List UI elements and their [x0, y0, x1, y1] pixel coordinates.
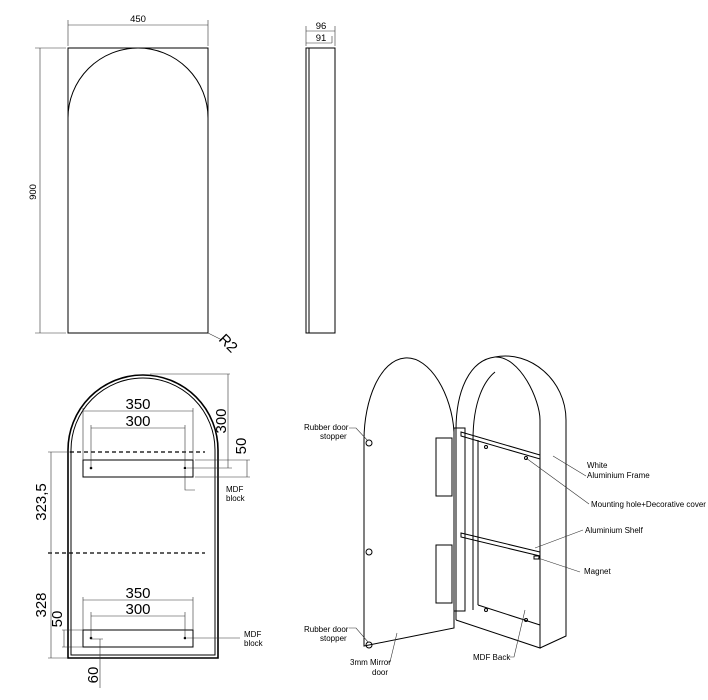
depth-inner: 91 [316, 33, 327, 44]
mdf-block-top [82, 459, 194, 478]
shelf-bottom [460, 532, 541, 557]
bottom-block-height: 50 [49, 611, 66, 628]
mdf-block-bottom [82, 629, 194, 648]
cabinet-front [455, 356, 541, 649]
label-frame-1: White [587, 461, 608, 470]
front-view: 450 900 R2 [28, 14, 241, 356]
mdf-label-top-1: MDF [226, 485, 243, 494]
depth-outer: 96 [316, 21, 327, 32]
mounting-hole [484, 445, 488, 449]
mdf-label-top-2: block [226, 494, 246, 503]
hinge-bottom [435, 544, 453, 604]
shelf-top [460, 431, 541, 460]
radius-leader [207, 332, 223, 341]
bottom-left-dims [62, 629, 240, 688]
mounting-hole [524, 618, 528, 622]
mounting-hole [524, 456, 528, 460]
top-offset: 300 [213, 408, 230, 433]
spacing-dims [48, 452, 68, 659]
rubber-stopper [365, 641, 373, 649]
side-view: 96 91 [305, 21, 336, 334]
top-block-height: 50 [233, 438, 250, 455]
cabinet-side [494, 355, 567, 649]
interior-view: 350 300 300 50 MDF block 323,5 350 300 3… [33, 373, 264, 688]
label-stopper-top-2: stopper [320, 432, 347, 441]
hinge-top [435, 437, 453, 497]
width-dimension: 450 [130, 14, 146, 25]
rubber-stopper [365, 548, 373, 556]
isometric-view: Rubber door stopper Rubber door stopper … [304, 355, 706, 677]
shelf-spacing: 323,5 [33, 483, 50, 521]
label-frame-2: Aluminium Frame [587, 471, 650, 480]
cabinet-inner-edge [472, 371, 496, 610]
bottom-block-inner: 300 [125, 601, 150, 618]
height-dimension: 900 [28, 184, 39, 200]
label-mirror-door-2: door [372, 668, 388, 677]
label-mdf-back: MDF Back [473, 653, 511, 662]
width-dimension-line [67, 20, 209, 46]
label-mounting: Mounting hole+Decorative cover [591, 500, 706, 509]
bottom-block-outer: 350 [125, 585, 150, 602]
interior-inner-frame [70, 377, 216, 656]
label-shelf: Aluminium Shelf [585, 526, 644, 535]
mounting-hole [484, 608, 488, 612]
radius-label: R2 [215, 331, 241, 357]
front-arch-outline [67, 47, 209, 334]
bottom-offset: 328 [33, 592, 50, 617]
hole-offset: 60 [85, 667, 102, 684]
depth-dimension-lines [305, 26, 336, 46]
side-outline [305, 47, 336, 334]
front-bounding-box [67, 47, 209, 334]
interior-outer-frame [67, 374, 219, 659]
top-block-outer: 350 [125, 396, 150, 413]
magnet [533, 555, 540, 560]
label-stopper-top-1: Rubber door [304, 423, 349, 432]
label-stopper-bottom-1: Rubber door [304, 625, 349, 634]
hinge-strip [453, 427, 466, 612]
top-block-inner: 300 [125, 413, 150, 430]
mirror-door [363, 357, 455, 647]
cabinet-bottom-edge [477, 604, 541, 626]
bottom-block-dims [82, 597, 194, 638]
height-dimension-line [35, 47, 66, 334]
leader-lines [349, 427, 590, 663]
rubber-stopper [365, 439, 373, 447]
label-mirror-door-1: 3mm Mirror [350, 658, 391, 667]
label-stopper-bottom-2: stopper [320, 634, 347, 643]
mdf-label-bottom-2: block [244, 639, 264, 648]
mdf-label-bottom-1: MDF [244, 630, 261, 639]
top-block-dims [82, 408, 194, 468]
label-magnet: Magnet [584, 567, 611, 576]
top-right-dims [150, 373, 250, 491]
